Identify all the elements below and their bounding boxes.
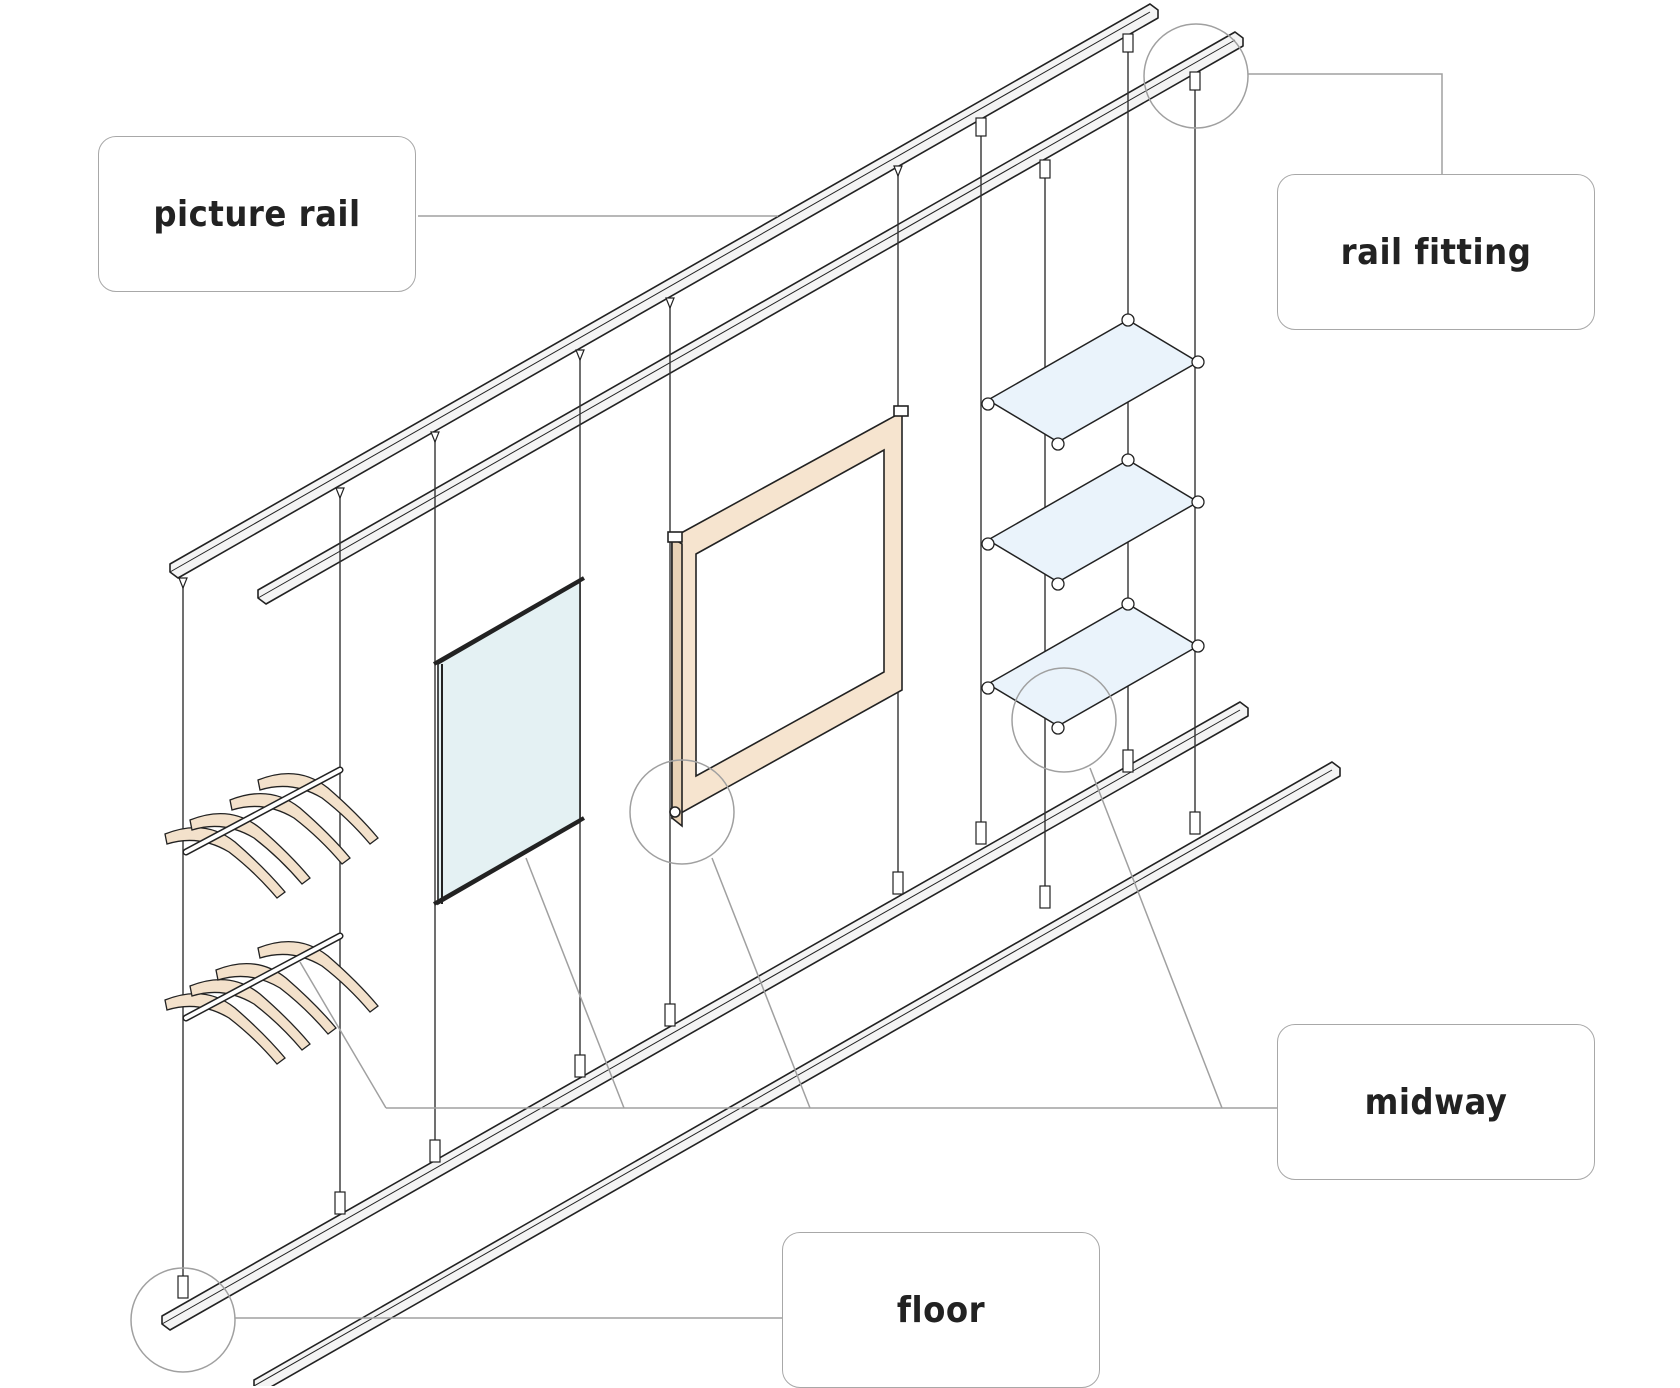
- glass-shelf-icon: [986, 319, 1200, 727]
- label-picture-rail-text: picture rail: [153, 193, 361, 235]
- callout-shelf-midway-circle: [1011, 667, 1117, 773]
- shelf-brackets: [981, 313, 1205, 735]
- label-midway-text: midway: [1364, 1081, 1508, 1123]
- label-floor: floor: [782, 1232, 1100, 1388]
- floor-fittings: [177, 749, 1201, 1299]
- label-floor-text: floor: [896, 1289, 986, 1331]
- label-midway: midway: [1277, 1024, 1595, 1180]
- callout-floor-circle: [130, 1267, 236, 1373]
- label-rail-fitting: rail fitting: [1277, 174, 1595, 330]
- callout-rail-fitting-circle: [1143, 23, 1249, 129]
- callout-frame-midway-circle: [629, 759, 735, 865]
- callout-circles: [130, 23, 1249, 1373]
- picture-rail-front: [169, 3, 1159, 579]
- picture-rail-back: [257, 31, 1244, 605]
- rail-fittings-top: [178, 33, 1201, 590]
- hanger-rack-lower: [164, 932, 379, 1065]
- hanger-icon: [164, 773, 379, 899]
- leader-lines: [235, 73, 1443, 1319]
- poster-panel-icon: [433, 576, 585, 906]
- label-picture-rail: picture rail: [98, 136, 416, 292]
- floor-rail-front: [161, 701, 1249, 1331]
- hanger-icon: [164, 941, 379, 1065]
- picture-frame-icon: [667, 405, 909, 828]
- label-rail-fitting-text: rail fitting: [1340, 231, 1532, 273]
- hanger-rack-upper: [164, 766, 379, 899]
